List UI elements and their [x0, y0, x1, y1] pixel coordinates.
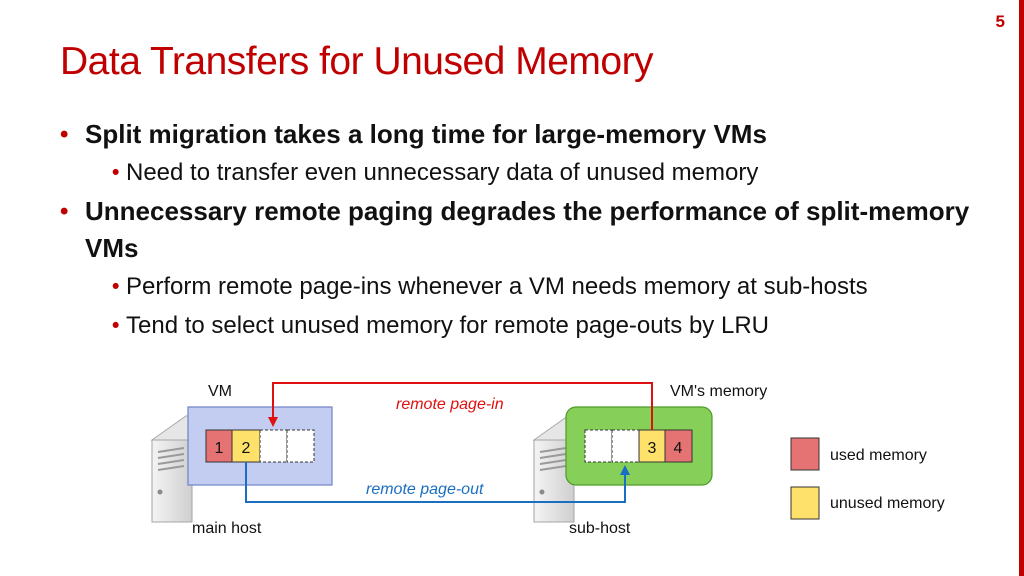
remote-page-out-label: remote page-out: [366, 481, 484, 498]
memory-page-label: 4: [674, 440, 683, 457]
legend-label-unused: unused memory: [830, 495, 945, 512]
vm-label: VM: [208, 383, 232, 400]
legend: used memory unused memory: [790, 437, 945, 520]
legend-swatch-used: [790, 437, 820, 471]
bullet-text: Tend to select unused memory for remote …: [126, 312, 769, 339]
subbullet-unused-transfer: • Need to transfer even unnecessary data…: [112, 153, 1000, 192]
vm-memory-label: VM's memory: [670, 383, 767, 400]
main-host-label: main host: [192, 520, 262, 537]
slide-number: 5: [995, 12, 1005, 31]
slide-title: Data Transfers for Unused Memory: [60, 40, 654, 83]
bullet-dot: •: [112, 161, 120, 184]
sub-host-memory-pages: 3 4: [584, 429, 693, 463]
remote-page-in-label: remote page-in: [396, 396, 504, 413]
bullet-dot: •: [112, 275, 120, 298]
bullet-text: Split migration takes a long time for la…: [85, 119, 767, 149]
bullet-text: Need to transfer even unnecessary data o…: [126, 159, 759, 186]
remote-page-in-arrow: [268, 382, 653, 430]
memory-page: [231, 429, 261, 463]
memory-page: [259, 429, 288, 463]
bullet-dot: •: [60, 198, 69, 225]
memory-page-label: 3: [648, 440, 657, 457]
sub-host-label: sub-host: [569, 520, 631, 537]
legend-swatch-unused: [790, 486, 820, 520]
bullet-text: Perform remote page-ins whenever a VM ne…: [126, 273, 868, 300]
main-host-memory-pages: 1 2: [205, 429, 315, 463]
memory-page: [664, 429, 693, 463]
memory-page-label: 1: [215, 440, 224, 457]
subbullet-page-ins: • Perform remote page-ins whenever a VM …: [112, 267, 1000, 306]
bullet-text: Unnecessary remote paging degrades the p…: [85, 196, 970, 263]
bullet-remote-paging: • Unnecessary remote paging degrades the…: [60, 193, 1000, 267]
memory-page: [584, 429, 613, 463]
bullet-list: • Split migration takes a long time for …: [60, 116, 1000, 345]
memory-page-label: 2: [242, 440, 251, 457]
bullet-dot: •: [60, 121, 69, 148]
accent-bar: [1019, 0, 1024, 576]
memory-page: [286, 429, 315, 463]
bullet-dot: •: [112, 314, 120, 337]
remote-page-out-arrow: [245, 462, 630, 503]
memory-page: [205, 429, 233, 463]
bullet-split-migration: • Split migration takes a long time for …: [60, 116, 1000, 153]
memory-page: [611, 429, 640, 463]
legend-label-used: used memory: [830, 447, 927, 464]
subbullet-lru: • Tend to select unused memory for remot…: [112, 306, 1000, 345]
